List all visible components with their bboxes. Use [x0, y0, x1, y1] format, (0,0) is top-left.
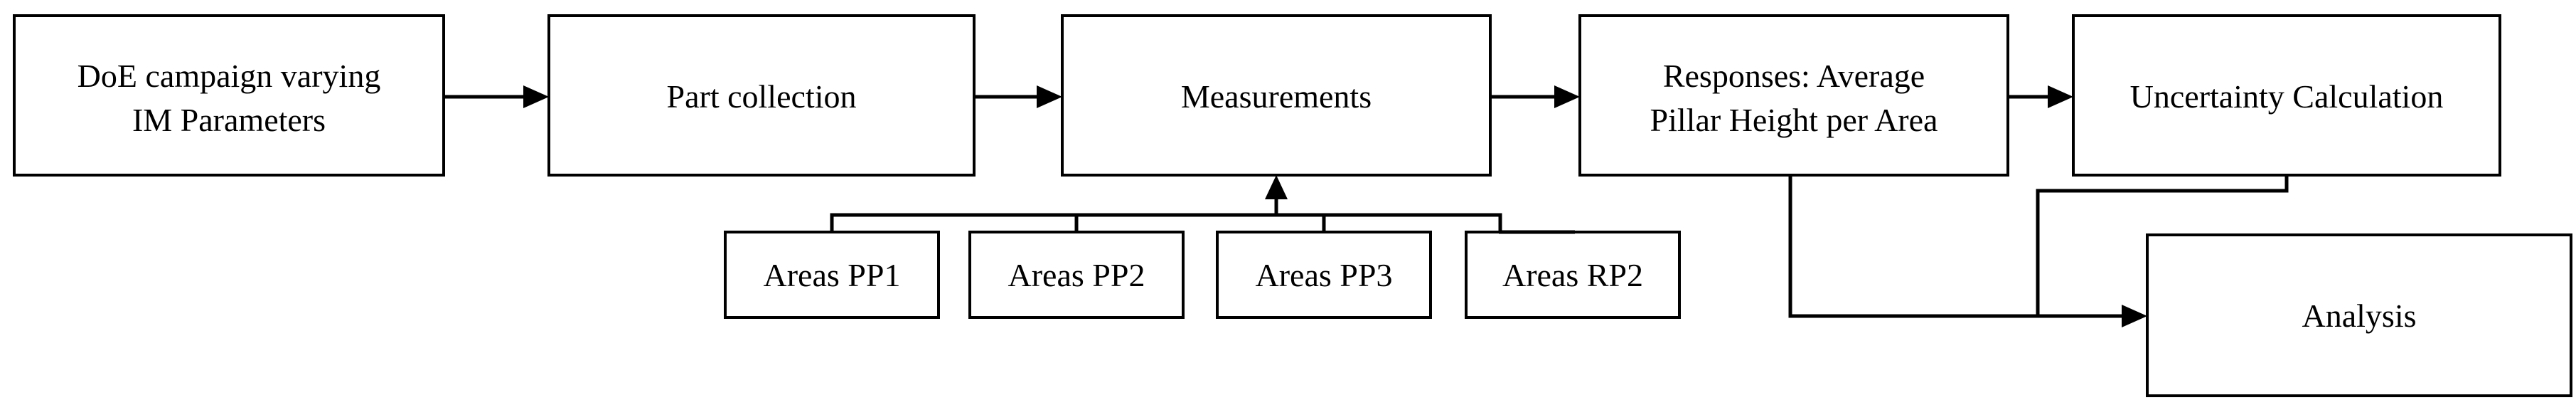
node-areas-pp1-label: Areas PP1 [764, 257, 901, 293]
node-doe-campaign-box [13, 14, 445, 177]
edge-uncertainty-to-analysis-line [2036, 175, 2289, 316]
edge-uncertainty-to-analysis [2036, 175, 2289, 316]
node-part-collection-label: Part collection [667, 78, 857, 115]
edge-part-to-measurements [974, 85, 1062, 108]
edge-responses-to-uncertainty-arrowhead [2048, 85, 2073, 108]
node-part-collection: Part collection [547, 14, 976, 177]
node-responses: Responses: Average Pillar Height per Are… [1578, 14, 2009, 177]
node-doe-campaign-line1: DoE campaign varying [78, 58, 381, 94]
edge-doe-to-part-arrowhead [523, 85, 549, 108]
areas-bracket-bar [830, 213, 1502, 232]
node-analysis: Analysis [2146, 233, 2572, 397]
node-measurements: Measurements [1061, 14, 1492, 177]
node-measurements-box [1061, 14, 1492, 177]
node-doe-campaign-line2: IM Parameters [132, 102, 326, 138]
edge-responses-to-analysis [1788, 175, 2147, 327]
node-areas-pp3: Areas PP3 [1216, 231, 1432, 319]
node-part-collection-box [547, 14, 976, 177]
node-responses-line1: Responses: Average [1663, 58, 1925, 94]
node-areas-rp2-box [1465, 231, 1681, 319]
edge-responses-to-uncertainty [2008, 85, 2073, 108]
edge-measurements-to-responses-arrowhead [1554, 85, 1580, 108]
edge-responses-to-analysis-arrowhead [2122, 305, 2147, 327]
node-areas-rp2-label: Areas RP2 [1502, 257, 1643, 293]
node-analysis-box [2146, 233, 2572, 397]
edge-areas-to-measurements [830, 175, 1575, 234]
node-uncertainty-calculation-label: Uncertainty Calculation [2130, 78, 2444, 115]
node-areas-pp2: Areas PP2 [968, 231, 1185, 319]
node-responses-line2: Pillar Height per Area [1650, 102, 1938, 138]
edge-areas-to-measurements-arrowhead [1265, 175, 1288, 199]
node-uncertainty-calculation: Uncertainty Calculation [2072, 14, 2501, 177]
node-responses-box [1578, 14, 2009, 177]
node-areas-pp3-label: Areas PP3 [1256, 257, 1393, 293]
node-areas-pp3-box [1216, 231, 1432, 319]
node-areas-pp2-box [968, 231, 1185, 319]
edge-doe-to-part [444, 85, 549, 108]
node-measurements-label: Measurements [1181, 78, 1372, 115]
edge-measurements-to-responses [1490, 85, 1580, 108]
node-doe-campaign: DoE campaign varying IM Parameters [13, 14, 445, 177]
node-uncertainty-calculation-box [2072, 14, 2501, 177]
node-areas-pp1-box [724, 231, 940, 319]
edge-responses-to-analysis-line [1788, 175, 2123, 318]
node-areas-rp2: Areas RP2 [1465, 231, 1681, 319]
edge-part-to-measurements-arrowhead [1037, 85, 1062, 108]
node-areas-pp1: Areas PP1 [724, 231, 940, 319]
node-analysis-label: Analysis [2302, 298, 2417, 334]
node-areas-pp2-label: Areas PP2 [1008, 257, 1145, 293]
